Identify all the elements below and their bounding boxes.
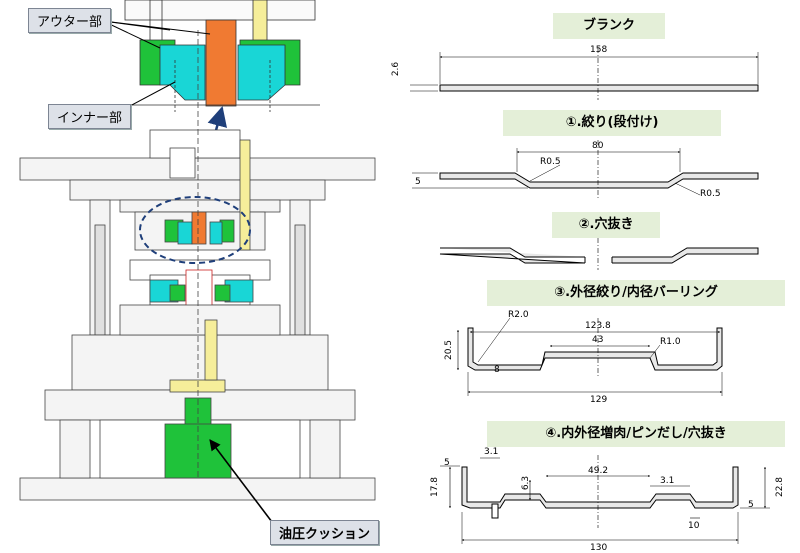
step4-profile (440, 455, 770, 544)
step1-title: ①.絞り(段付け) (503, 110, 721, 136)
dim-step3-r1: R1.0 (660, 337, 681, 347)
dim-step3-bottom: 129 (590, 395, 608, 405)
step2-title: ②.穴抜き (552, 212, 660, 238)
dim-step1-depth: 5 (415, 177, 421, 187)
step4-title: ④.内外径増肉/ピンだし/穴抜き (487, 421, 785, 447)
dim-step3-top: 123.8 (585, 321, 611, 331)
outer-part-label: アウター部 (28, 8, 112, 33)
step3-profile (457, 317, 723, 396)
dim-step4-mid-h: 6.3 (521, 475, 532, 491)
dim-blank-thickness: 2.6 (391, 61, 402, 77)
dim-step1-r-left: R0.5 (540, 157, 561, 167)
press-die (19, 30, 376, 501)
dim-step3-inner: 43 (592, 335, 604, 345)
dim-step4-left-h: 17.8 (430, 476, 441, 498)
blank-profile (410, 48, 759, 100)
dim-blank-length: 158 (590, 45, 608, 55)
detail-ellipse (139, 196, 251, 264)
dim-step4-inner: 49.2 (588, 466, 609, 476)
inner-part-label: インナー部 (48, 104, 132, 129)
dim-step3-small: 8 (494, 365, 500, 375)
step-blank-title: ブランク (553, 13, 665, 39)
dim-step4-top: 3.1 (484, 447, 499, 457)
detail-view (120, 0, 320, 112)
dim-step4-step-a: 5 (444, 458, 450, 468)
dim-step4-foot: 10 (688, 521, 700, 531)
dim-step1-width: 80 (592, 141, 604, 151)
dim-step4-right: 3.1 (660, 476, 675, 486)
callout-leaders (102, 20, 211, 115)
step3-title: ③.外径絞り/内径バーリング (487, 280, 785, 306)
dim-step1-r-right: R0.5 (700, 189, 721, 199)
step2-profile (439, 238, 759, 270)
dim-step4-bottom: 130 (590, 543, 608, 553)
cushion-leader (209, 439, 273, 523)
dim-step4-step-b: 5 (748, 500, 754, 510)
dim-step3-height: 20.5 (444, 339, 455, 361)
dim-step3-r2: R2.0 (508, 310, 529, 320)
step1-profile (412, 140, 759, 198)
cushion-label: 油圧クッション (270, 520, 380, 545)
dim-step4-right-h: 22.8 (775, 476, 786, 498)
